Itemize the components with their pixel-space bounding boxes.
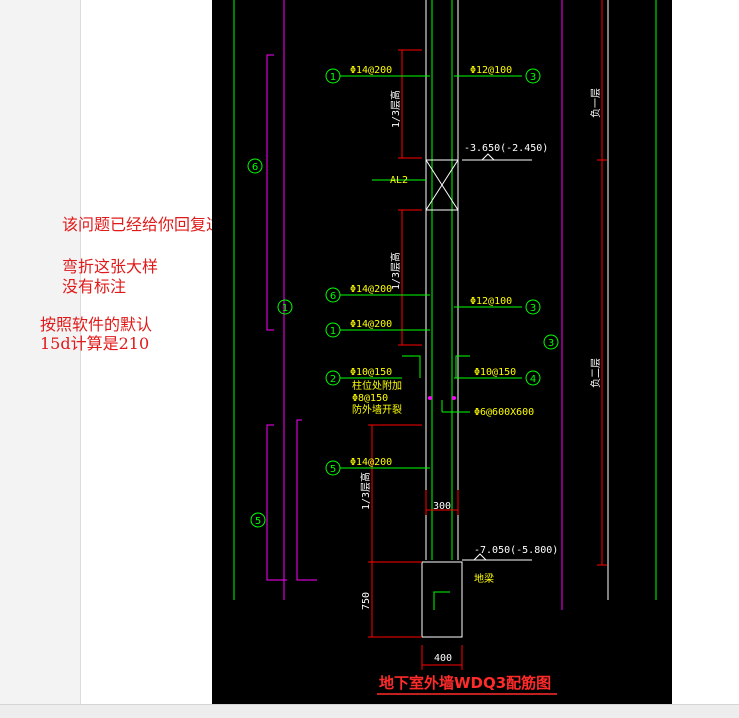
- tie-bar-label: Φ6@600X600: [474, 407, 534, 418]
- elevation-bottom: -7.050(-5.800): [474, 545, 558, 556]
- foundation-depth-dim: 750: [361, 592, 372, 610]
- right-marker-3: 3: [548, 338, 554, 349]
- rebar-label-2: Φ10@150: [350, 367, 392, 378]
- rebar-label-6: Φ14@200: [350, 284, 392, 295]
- horizontal-scrollbar[interactable]: [0, 704, 739, 718]
- unlabeled-note: 没有标注: [62, 277, 127, 296]
- note-column-extra: 柱位处附加: [352, 379, 402, 392]
- span-label-lower: 1/3层高: [359, 472, 372, 510]
- left-marker-5: 5: [255, 516, 261, 527]
- cad-drawing: 1 3 6 3 1 2 4 5 6 1 5 3 Φ14@200 Φ12@100 …: [212, 0, 672, 704]
- rebar-detail-svg: 1 3 6 3 1 2 4 5 6 1 5 3 Φ14@200 Φ12@100 …: [233, 0, 657, 695]
- beam-label: AL2: [390, 175, 408, 186]
- rebar-label-3: Φ12@100: [470, 65, 512, 76]
- software-default-note: 按照软件的默认: [40, 315, 153, 334]
- marker-3: 3: [530, 72, 536, 83]
- rebar-label-1b: Φ14@200: [350, 319, 392, 330]
- wall-thickness-dim: 300: [433, 501, 451, 512]
- span-label-upper: 1/3层高: [389, 90, 402, 128]
- rebar-label-5: Φ14@200: [350, 457, 392, 468]
- left-marker-6: 6: [252, 162, 258, 173]
- note-crack-prevention: 防外墙开裂: [352, 403, 402, 416]
- rebar-label-4: Φ10@150: [474, 367, 516, 378]
- marker-3b: 3: [530, 303, 536, 314]
- rebar-label-1: Φ14@200: [350, 65, 392, 76]
- span-label-mid: 1/3层高: [389, 252, 402, 290]
- marker-1: 1: [330, 72, 336, 83]
- marker-6: 6: [330, 291, 336, 302]
- foundation-width-dim: 400: [434, 653, 452, 664]
- marker-5: 5: [330, 464, 336, 475]
- left-marker-1: 1: [282, 303, 288, 314]
- marker-2: 2: [330, 374, 336, 385]
- rebar-label-3b: Φ12@100: [470, 296, 512, 307]
- side-panel: [0, 0, 81, 717]
- marker-1b: 1: [330, 326, 336, 337]
- calc-result-note: 15d计算是210: [40, 334, 150, 353]
- floor-label-bottom: 负二层: [589, 358, 602, 388]
- foundation-label: 地梁: [474, 572, 494, 585]
- marker-4: 4: [530, 374, 536, 385]
- bend-note: 弯折这张大样: [62, 257, 159, 276]
- floor-label-top: 负一层: [589, 88, 602, 118]
- reply-note: 该问题已经给你回复过: [62, 215, 223, 234]
- drawing-title: 地下室外墙WDQ3配筋图: [379, 674, 551, 692]
- note-extra-bar: Φ8@150: [352, 393, 388, 404]
- elevation-top: -3.650(-2.450): [464, 143, 548, 154]
